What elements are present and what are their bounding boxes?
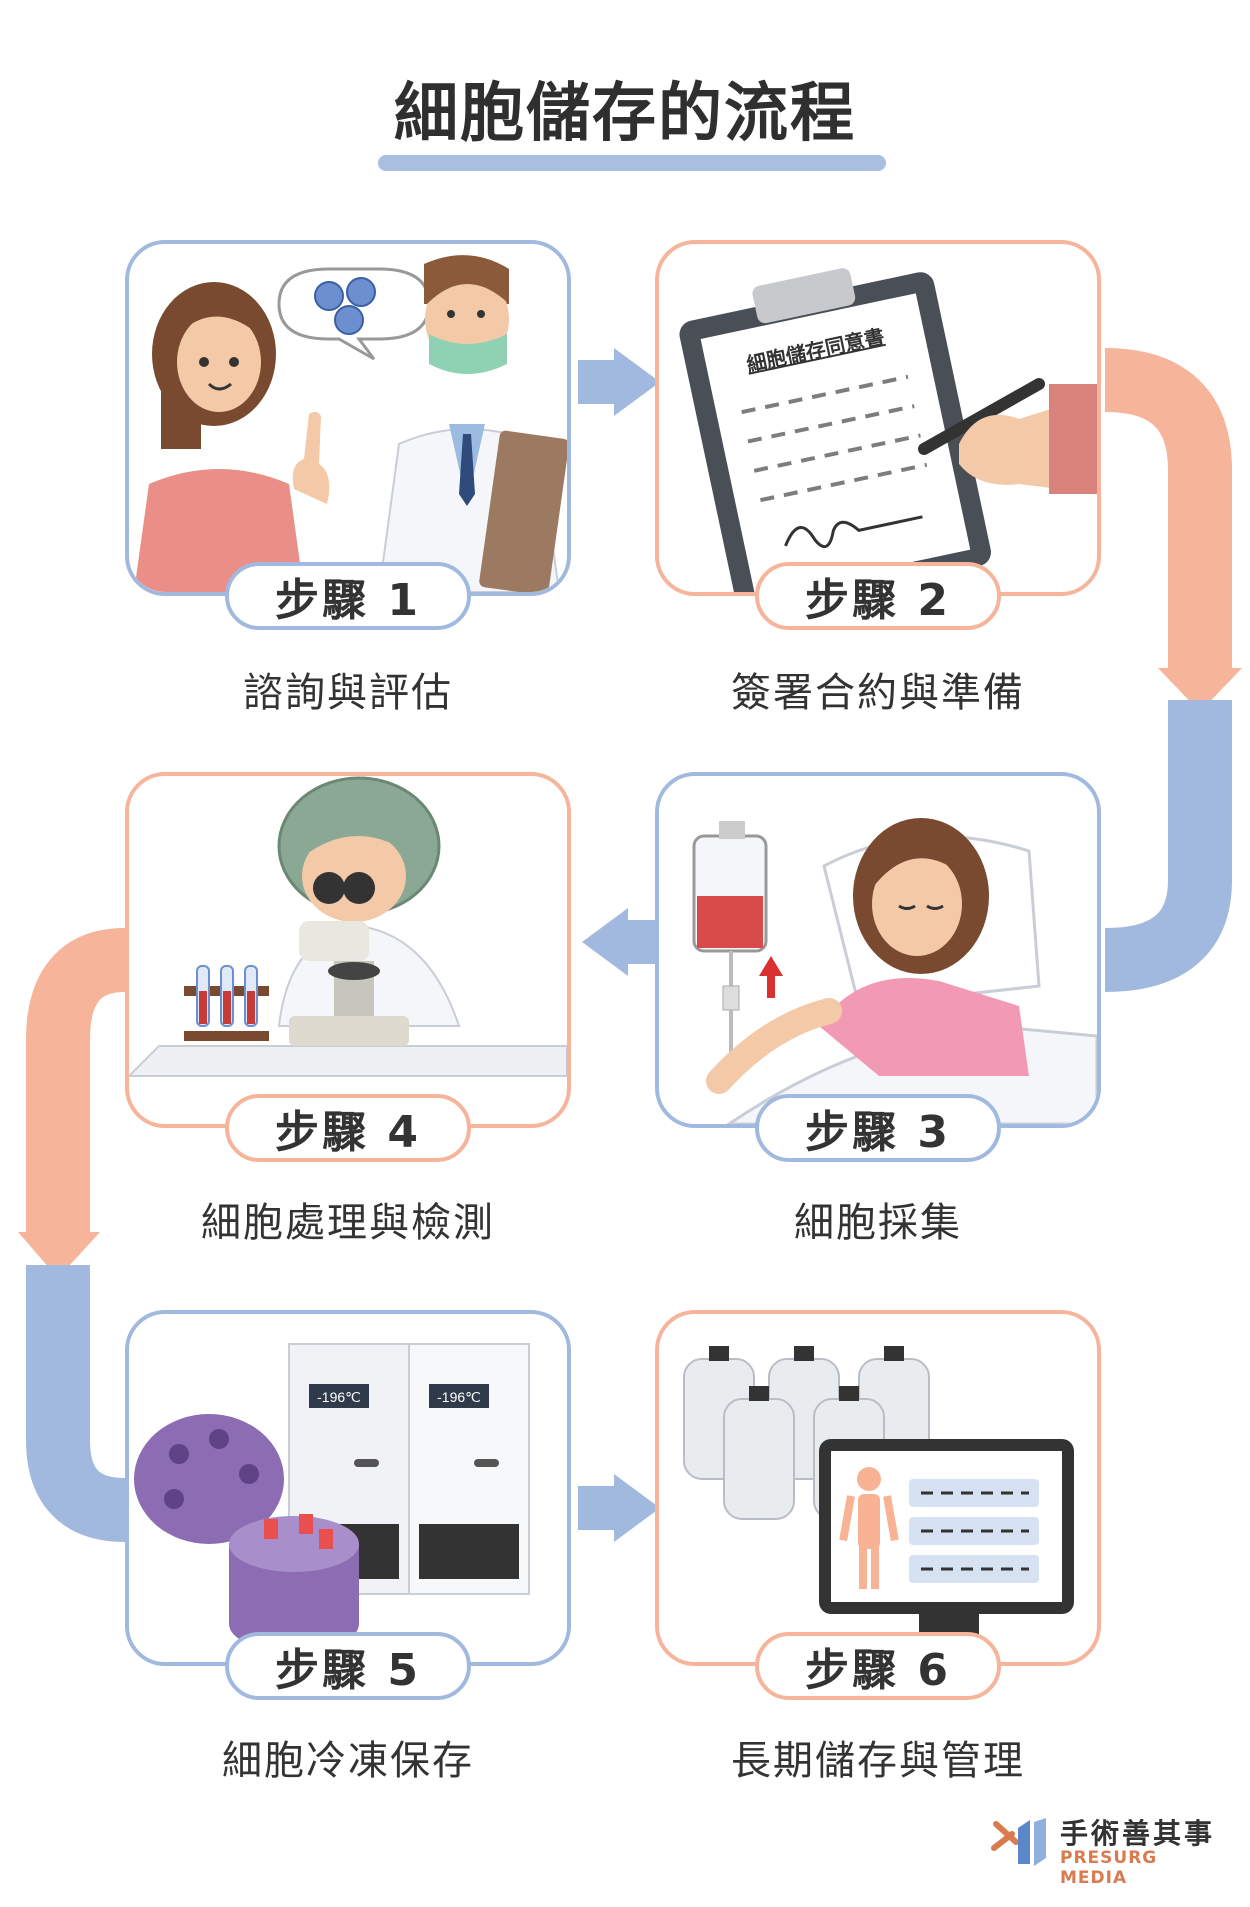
arrow-step3-to-step4 — [582, 908, 664, 976]
step-3-badge: 步驟 3 — [755, 1094, 1001, 1162]
contract-illustration: 細胞儲存同意書 — [679, 268, 1097, 592]
consultation-illustration — [134, 255, 567, 592]
step-3-label: 細胞採集 — [794, 1200, 962, 1246]
step-1-label: 諮詢與評估 — [243, 670, 453, 716]
step-1-badge: 步驟 1 — [225, 562, 471, 630]
arrow-step1-to-step2 — [578, 348, 660, 416]
step-6-label: 長期儲存與管理 — [731, 1738, 1025, 1784]
brand-name-cn: 手術善其事 — [1060, 1817, 1216, 1850]
title-underline — [378, 155, 886, 171]
lab-processing-illustration — [129, 776, 567, 1077]
arrow-step5-to-step6 — [578, 1474, 660, 1542]
page-title: 細胞儲存的流程 — [394, 77, 856, 151]
brand-name-en: PRESURG MEDIA — [1060, 1848, 1158, 1888]
step-2-label: 簽署合約與準備 — [731, 670, 1025, 716]
long-term-storage-illustration — [683, 1346, 1074, 1662]
step-4-card — [125, 772, 571, 1128]
step-6-badge: 步驟 6 — [755, 1632, 1001, 1700]
step-1-card — [125, 240, 571, 596]
step-5-label: 細胞冷凍保存 — [222, 1738, 474, 1784]
step-5-card: -196℃ -196℃ — [125, 1310, 571, 1666]
connector-step2-to-step3 — [1103, 348, 1242, 992]
freezer-left-temp: -196℃ — [317, 1389, 361, 1405]
step-2-card: 細胞儲存同意書 — [655, 240, 1101, 596]
step-2-badge: 步驟 2 — [755, 562, 1001, 630]
brand-logo: 手術善其事 PRESURG MEDIA — [990, 1812, 1220, 1888]
connector-step4-to-step5 — [18, 928, 127, 1542]
step-5-badge: 步驟 5 — [225, 1632, 471, 1700]
cryo-storage-illustration: -196℃ -196℃ — [134, 1343, 530, 1652]
step-4-badge: 步驟 4 — [225, 1094, 471, 1162]
step-4-label: 細胞處理與檢測 — [201, 1200, 495, 1246]
step-6-card — [655, 1310, 1101, 1666]
cell-collection-illustration — [692, 818, 1097, 1124]
presurg-logo-icon — [991, 1818, 1046, 1866]
step-3-card — [655, 772, 1101, 1128]
freezer-right-temp: -196℃ — [437, 1389, 481, 1405]
